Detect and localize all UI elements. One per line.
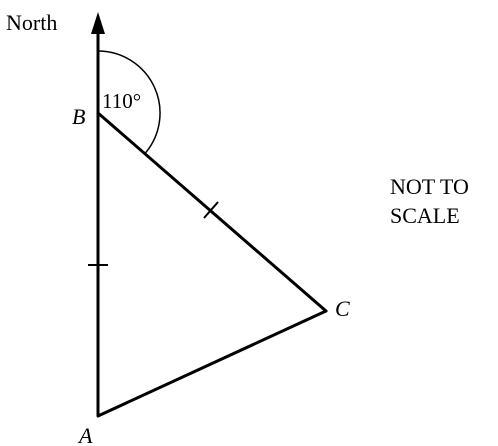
not-to-scale-note-line-2: SCALE [390, 203, 460, 228]
vertex-label-b: B [72, 104, 85, 129]
not-to-scale-note-line-1: NOT TO [390, 174, 469, 199]
side-ca [96, 309, 328, 418]
angle-label: 110° [102, 89, 141, 113]
angle-arc-110 [97, 50, 161, 155]
tick-mark-bc [203, 201, 219, 219]
north-arrowhead [91, 12, 105, 34]
side-bc [96, 111, 328, 313]
north-label: North [6, 10, 57, 35]
vertex-label-a: A [77, 423, 93, 446]
vertex-label-c: C [335, 296, 350, 321]
